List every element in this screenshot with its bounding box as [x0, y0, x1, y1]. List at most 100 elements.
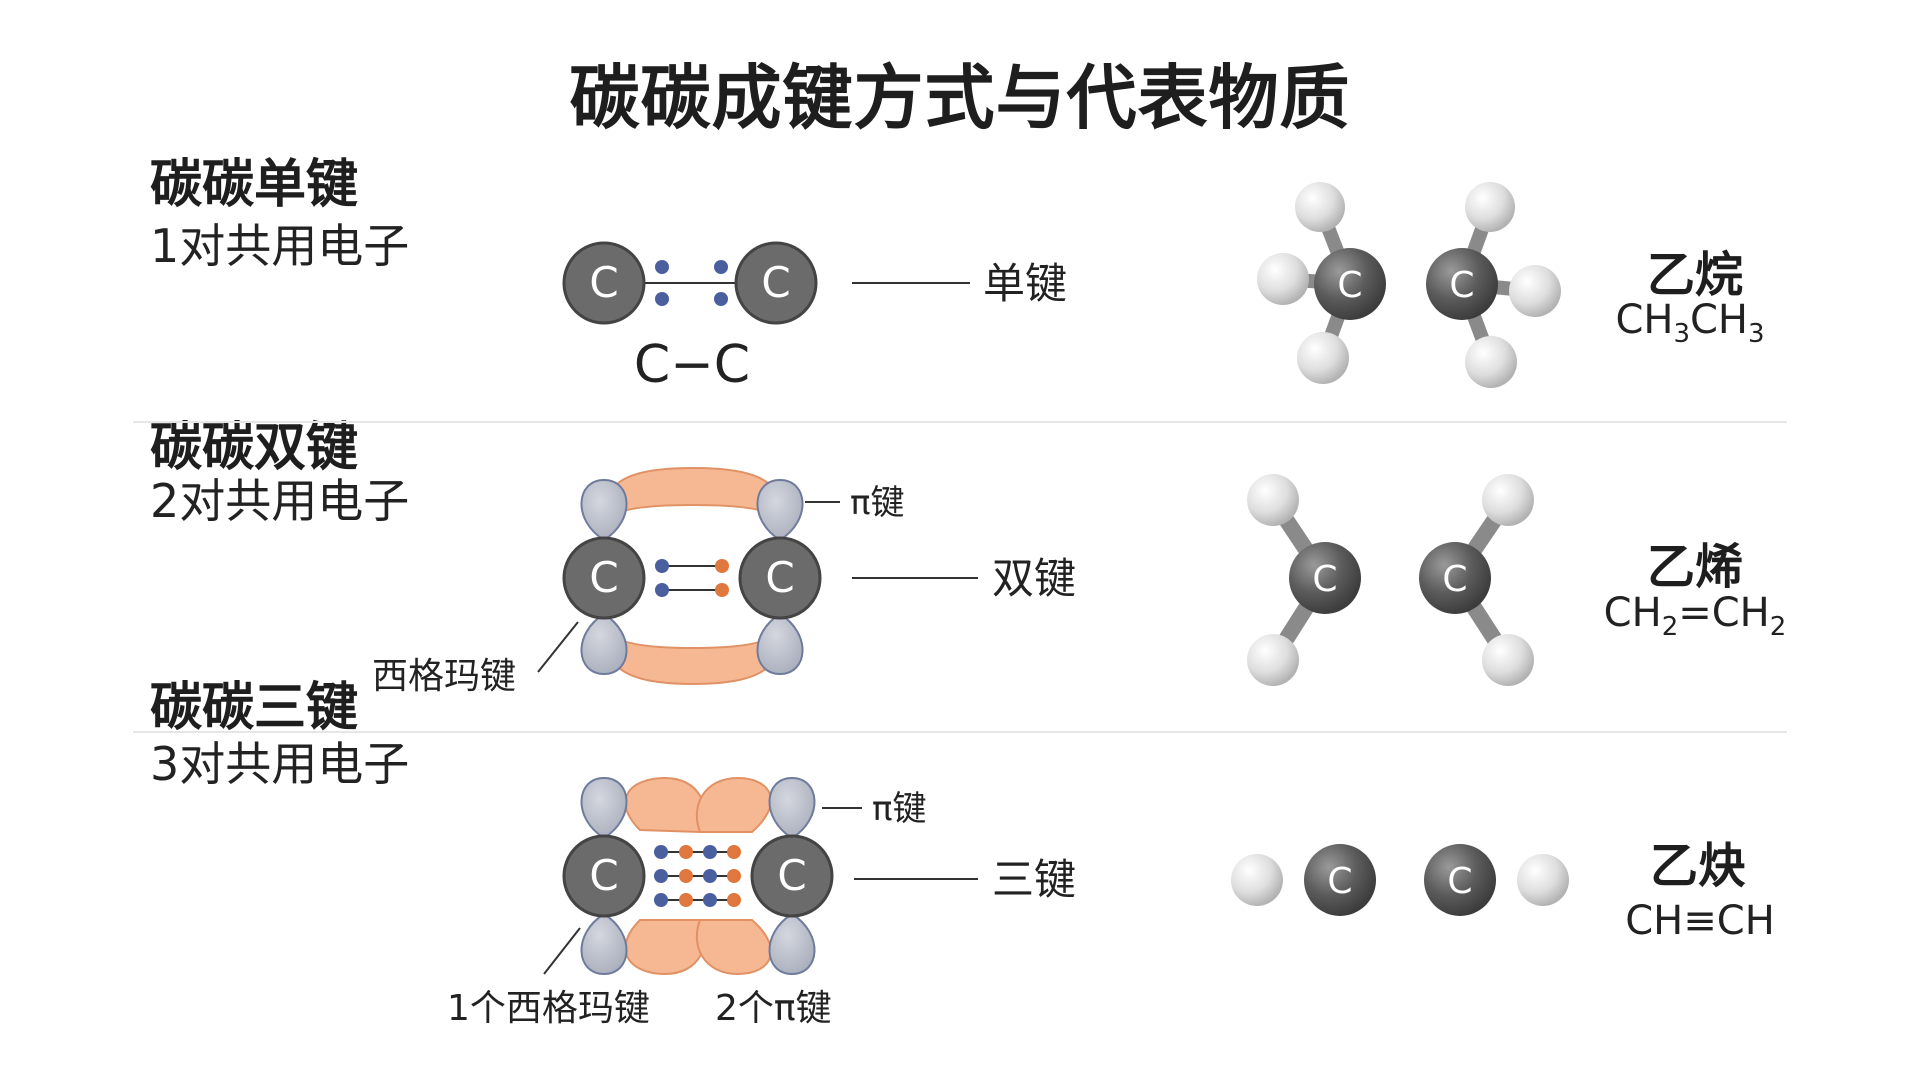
- pi-orbital-lobe: [695, 919, 772, 976]
- double-sigma-label: 西格玛键: [372, 656, 516, 697]
- double-pi-label: π键: [850, 483, 904, 523]
- carbon-atom: [562, 834, 646, 918]
- carbon-symbol: C: [589, 553, 618, 602]
- pi-orbital-bottom: [609, 627, 777, 686]
- carbon-symbol: C: [1327, 861, 1352, 902]
- p-orbital-lobe: [768, 912, 816, 976]
- ethane-model: C C: [1257, 182, 1561, 388]
- ethane-name: 乙烷: [1646, 247, 1743, 303]
- electron-dot: [703, 845, 717, 859]
- carbon-atom: [562, 536, 646, 620]
- single-bond-title: 碳碳单键: [150, 155, 359, 215]
- single-bond-electrons: 1对共用电子: [150, 219, 410, 273]
- electron-dot: [654, 845, 668, 859]
- electron-dot: [679, 845, 693, 859]
- ethane-formula: CH3CH3: [1615, 297, 1765, 349]
- row-divider: [133, 731, 1787, 733]
- electron-dot: [655, 583, 669, 597]
- electron-dot: [679, 869, 693, 883]
- carbon-symbol: C: [1442, 559, 1467, 600]
- electron-dot: [679, 893, 693, 907]
- carbon-symbol: C: [1312, 559, 1337, 600]
- row-divider: [133, 421, 1787, 423]
- carbon-atom: [1424, 844, 1496, 916]
- triple-pi-label: π键: [872, 789, 926, 829]
- carbon-atom: [738, 536, 822, 620]
- triple-bond-electrons: 3对共用电子: [150, 737, 410, 791]
- electron-dot: [715, 559, 729, 573]
- electron-dot: [655, 559, 669, 573]
- p-orbital-lobe: [580, 612, 628, 676]
- single-bond-electron-diagram: C C C−C 单键: [562, 241, 1067, 395]
- triple-bond-orbital-diagram: C C π键 三键 1个西格玛键 2个π键: [447, 776, 1076, 1029]
- electron-dot: [714, 260, 728, 274]
- hydrogen-atom: [1482, 634, 1534, 686]
- p-orbital-lobe: [756, 478, 804, 542]
- hydrogen-atom: [1465, 182, 1515, 232]
- pi-orbital-lobe: [695, 776, 772, 833]
- carbon-symbol: C: [1337, 265, 1362, 306]
- hydrogen-atom: [1509, 265, 1561, 317]
- ethylene-model: C C: [1247, 474, 1534, 686]
- carbon-atom: [750, 834, 834, 918]
- p-orbital-lobe: [580, 912, 628, 976]
- carbon-atom: [734, 241, 818, 325]
- hydrogen-atom: [1295, 182, 1345, 232]
- ethylene-name: 乙烯: [1646, 539, 1743, 595]
- p-orbital-lobe: [580, 478, 628, 542]
- acetylene-name: 乙炔: [1649, 838, 1746, 894]
- double-bond-electrons: 2对共用电子: [150, 474, 410, 528]
- triple-bond-label: 三键: [992, 855, 1076, 904]
- leader-line: [537, 621, 579, 673]
- pi-orbital-lobe: [624, 919, 706, 976]
- hydrogen-atom: [1482, 474, 1534, 526]
- carbon-symbol: C: [765, 553, 794, 602]
- hydrogen-atom: [1247, 474, 1299, 526]
- electron-dot: [703, 893, 717, 907]
- triple-sigma-label: 1个西格玛键: [447, 988, 650, 1029]
- carbon-symbol: C: [761, 258, 790, 307]
- electron-dot: [727, 893, 741, 907]
- electron-dot: [655, 260, 669, 274]
- hydrogen-atom: [1517, 854, 1569, 906]
- carbon-symbol: C: [589, 258, 618, 307]
- carbon-atom: [1419, 542, 1491, 614]
- acetylene-model: C C: [1231, 844, 1569, 916]
- double-bond-title: 碳碳双键: [150, 418, 359, 478]
- carbon-atom: [1289, 542, 1361, 614]
- pi-orbital-top: [609, 466, 777, 523]
- carbon-symbol: C: [777, 851, 806, 900]
- electron-dot: [654, 869, 668, 883]
- electron-dot: [727, 869, 741, 883]
- electron-dot: [655, 292, 669, 306]
- hydrogen-atom: [1465, 336, 1517, 388]
- p-orbital-lobe: [768, 776, 816, 840]
- carbon-symbol: C: [1447, 861, 1472, 902]
- carbon-atom: [1314, 248, 1386, 320]
- pi-orbital-lobe: [624, 776, 706, 834]
- p-orbital-lobe: [756, 612, 804, 676]
- triple-pi-count-label: 2个π键: [715, 988, 832, 1029]
- acetylene-formula: CH≡CH: [1625, 898, 1775, 944]
- electron-dot: [714, 292, 728, 306]
- p-orbital-lobe: [580, 776, 628, 840]
- double-bond-orbital-diagram: C C π键 双键 西格玛键: [372, 466, 1076, 697]
- electron-dot: [654, 893, 668, 907]
- leader-line: [543, 927, 581, 975]
- carbon-atom: [1426, 248, 1498, 320]
- electron-dot: [715, 583, 729, 597]
- page-title: 碳碳成键方式与代表物质: [569, 57, 1351, 139]
- hydrogen-atom: [1297, 332, 1349, 384]
- electron-dot: [727, 845, 741, 859]
- carbon-atom: [1304, 844, 1376, 916]
- single-bond-notation: C−C: [634, 335, 750, 395]
- triple-bond-title: 碳碳三键: [150, 678, 359, 738]
- carbon-symbol: C: [589, 851, 618, 900]
- single-bond-label: 单键: [983, 259, 1067, 308]
- hydrogen-atom: [1231, 854, 1283, 906]
- carbon-symbol: C: [1449, 265, 1474, 306]
- ethylene-formula: CH2=CH2: [1603, 590, 1787, 642]
- carbon-atom: [562, 241, 646, 325]
